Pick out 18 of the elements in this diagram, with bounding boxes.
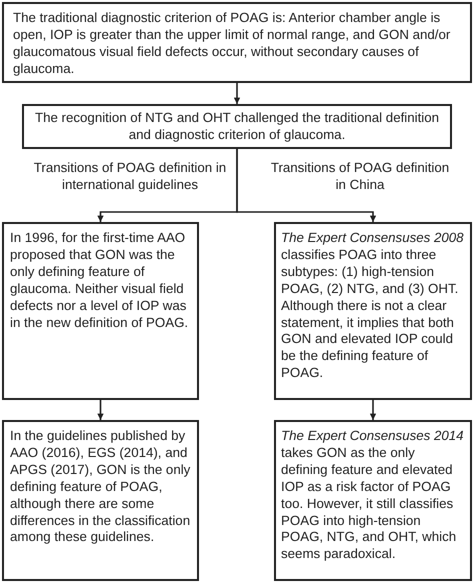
box-text: The recognition of NTG and OHT challenged the traditional definition and diagnostic criterion of glaucoma. (34, 110, 440, 144)
text-box (274, 222, 472, 400)
box-text: In the guidelines published by AAO (2016), EGS (2014), and APGS (2017), GON is the only defining feature of POAG, although there are some differences in the classification among these guidelines. (10, 428, 191, 546)
arrow (234, 83, 240, 104)
box-text: The Expert Consensuses 2014 takes GON as the only defining feature and elevated IOP as a risk factor of POAG too. However, it still classifies POAG into high-tension POAG, NTG, and OHT, which seems paradoxical. (281, 428, 465, 564)
column-heading: Transitions of POAG definition in international guidelines (32, 160, 228, 194)
text-box (2, 2, 472, 83)
arrow (97, 400, 104, 420)
text-box (2, 420, 199, 581)
arrow (236, 149, 376, 222)
arrow (370, 400, 376, 420)
text-box (274, 420, 472, 581)
text-box (2, 222, 199, 400)
box-text: In 1996, for the first-time AAO proposed that GON was the only defining feature of glaucoma. Neither visual field defects nor a level of IOP was in the new definition of POAG. (10, 230, 190, 332)
box-text: The Expert Consensuses 2008 classifies POAG into three subtypes: (1) high-tension POAG, (2) NTG, and (3) OHT. Although there is not a clear statement, it implies that both GON and elevated IOP could be the defining feature of POAG. (281, 230, 465, 382)
box-text: The traditional diagnostic criterion of POAG is: Anterior chamber angle is open, IOP is greater than the upper limit of normal range, and GON and/or glaucomatous visual field defects occur, without secondary causes of glaucoma. (13, 10, 452, 78)
text-box (22, 104, 452, 149)
column-heading: Transitions of POAG definition in China (270, 160, 450, 194)
